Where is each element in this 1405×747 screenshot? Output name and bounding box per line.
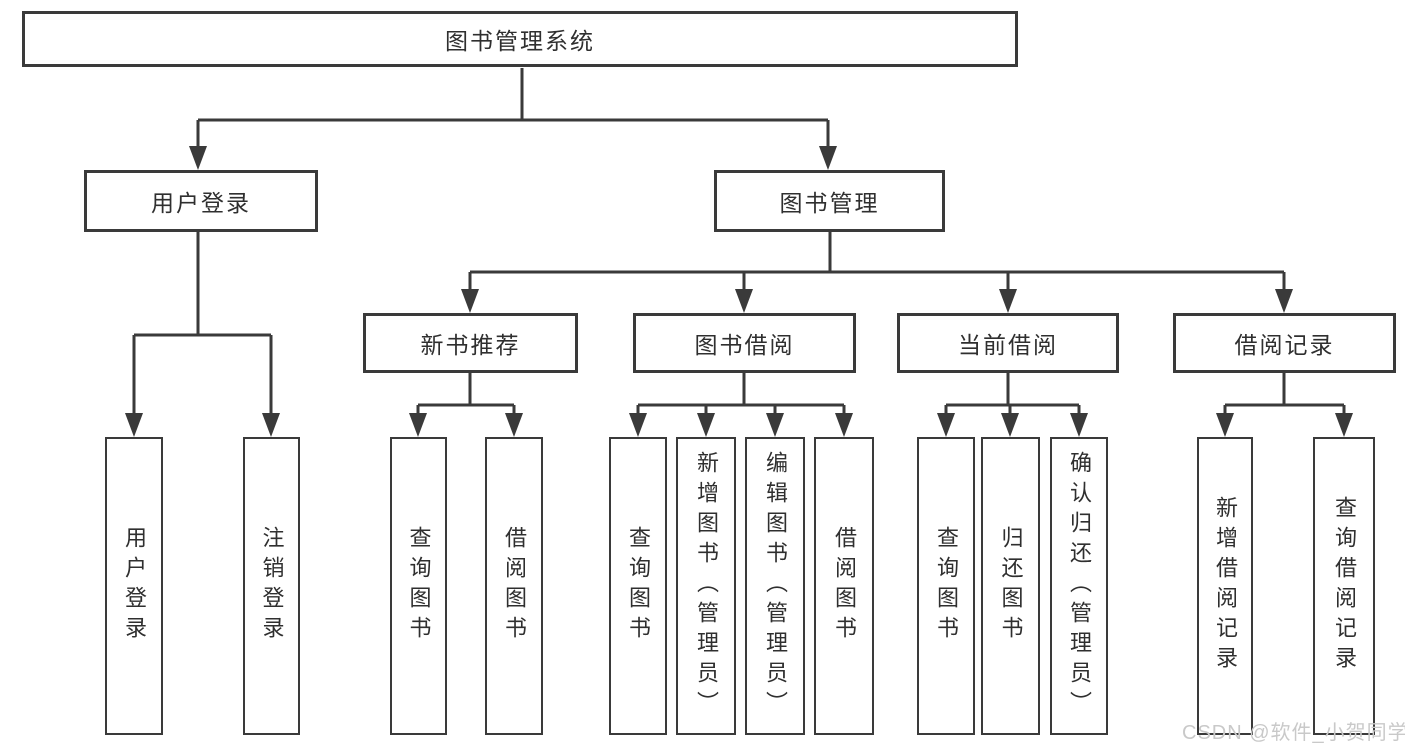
- leaf-query-books-current: 查询图书: [917, 437, 975, 735]
- leaf-user-login: 用户登录: [105, 437, 163, 735]
- node-user-login: 用户登录: [84, 170, 318, 232]
- node-current-borrow: 当前借阅: [897, 313, 1119, 373]
- leaf-logout: 注销登录: [243, 437, 300, 735]
- leaf-return-book: 归还图书: [981, 437, 1040, 735]
- leaf-query-books-borrow: 查询图书: [609, 437, 667, 735]
- leaf-confirm-return-admin: 确认归还（管理员）: [1050, 437, 1108, 735]
- leaf-borrow-books-recommend: 借阅图书: [485, 437, 543, 735]
- node-library-system: 图书管理系统: [22, 11, 1018, 67]
- node-borrow-records: 借阅记录: [1173, 313, 1396, 373]
- node-book-management: 图书管理: [714, 170, 945, 232]
- node-new-book-recommend: 新书推荐: [363, 313, 578, 373]
- leaf-borrow-books: 借阅图书: [814, 437, 874, 735]
- leaf-add-borrow-record: 新增借阅记录: [1197, 437, 1253, 735]
- csdn-watermark: CSDN @软件_小贺同学: [1182, 722, 1405, 744]
- leaf-query-books-recommend: 查询图书: [390, 437, 447, 735]
- leaf-query-borrow-record: 查询借阅记录: [1313, 437, 1375, 735]
- arrowheads: [125, 146, 1353, 437]
- leaf-add-book-admin: 新增图书（管理员）: [676, 437, 736, 735]
- leaf-edit-book-admin: 编辑图书（管理员）: [745, 437, 805, 735]
- node-book-borrow: 图书借阅: [633, 313, 856, 373]
